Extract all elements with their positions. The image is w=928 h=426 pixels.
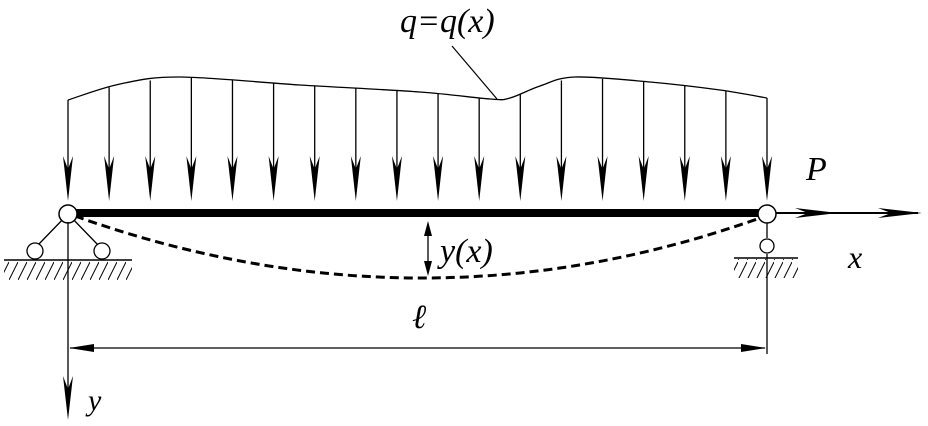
length-label: ℓ xyxy=(412,299,426,336)
load-arrow-head xyxy=(227,156,238,201)
x-axis-label: x xyxy=(847,239,862,275)
y-axis-arrowhead xyxy=(63,376,73,420)
load-label: q=q(x) xyxy=(400,3,495,40)
load-arrow-head xyxy=(762,156,772,201)
right-roller-support xyxy=(734,222,798,278)
force-arrowhead xyxy=(795,208,838,218)
load-arrow-head xyxy=(515,156,526,201)
x-axis-arrowhead xyxy=(878,208,922,218)
load-arrow-head xyxy=(145,156,156,201)
left-roller-circle xyxy=(93,242,111,260)
y-axis-label: y xyxy=(85,384,102,417)
deflection-arrowhead-bottom xyxy=(424,261,432,276)
load-arrow-head xyxy=(63,156,73,201)
load-arrow-head xyxy=(309,156,320,201)
load-curve xyxy=(67,76,768,101)
load-arrow-head xyxy=(720,156,731,201)
load-arrow-head xyxy=(679,156,690,201)
beam xyxy=(68,209,767,217)
load-arrow-head xyxy=(638,156,649,201)
length-arrowhead-right xyxy=(741,344,766,352)
load-arrow-head xyxy=(433,156,444,201)
load-arrow-head xyxy=(597,156,608,201)
load-arrow-head xyxy=(350,156,361,201)
right-hinge xyxy=(757,204,777,224)
load-arrow-head xyxy=(268,156,279,201)
load-arrow-head xyxy=(186,156,197,201)
left-roller-circle xyxy=(26,242,44,260)
distributed-load xyxy=(63,76,772,201)
length-arrowhead-left xyxy=(69,344,94,352)
load-arrow-head xyxy=(556,156,567,201)
load-arrow-head xyxy=(391,156,402,201)
deflection-label: y(x) xyxy=(437,233,493,270)
load-leader-line xyxy=(451,45,498,100)
right-ground-hatch xyxy=(734,259,798,278)
load-arrow-head xyxy=(104,156,115,201)
deflection-curve xyxy=(74,214,761,280)
force-label: P xyxy=(805,151,827,188)
load-arrow-head xyxy=(474,156,485,201)
left-hinge xyxy=(58,204,78,224)
right-roller-circle xyxy=(759,238,775,254)
deflection-arrowhead-top xyxy=(424,221,432,236)
